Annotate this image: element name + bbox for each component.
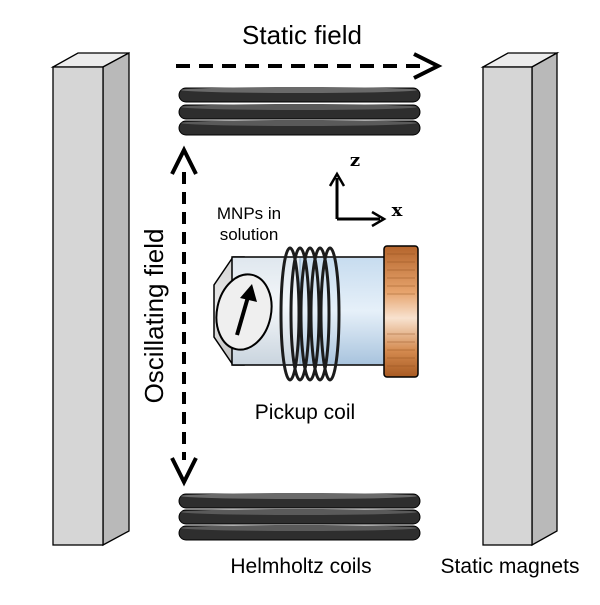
helmholtz-coils-label: Helmholtz coils	[230, 555, 371, 578]
helmholtz-coil-bottom	[178, 493, 421, 541]
coil-disc	[178, 104, 421, 120]
coil-disc	[178, 509, 421, 525]
pickup-coil-label: Pickup coil	[255, 401, 355, 424]
coil-disc	[178, 87, 421, 103]
pickup-coil	[279, 246, 341, 382]
mnp-particle	[215, 273, 273, 351]
oscillating-field-arrow	[170, 145, 198, 487]
mnps-label-line1: MNPs in	[217, 204, 281, 223]
static-field-arrow	[176, 52, 443, 80]
static-magnets-label: Static magnets	[441, 555, 580, 578]
axis-x-label: x	[392, 200, 403, 221]
right-static-magnet	[480, 51, 560, 547]
axis-z-label: z	[350, 150, 360, 171]
helmholtz-coil-top	[178, 87, 421, 136]
mnps-label-line2: solution	[220, 225, 279, 244]
coil-disc	[178, 493, 421, 509]
static-field-label: Static field	[242, 20, 362, 50]
left-static-magnet	[50, 51, 130, 547]
oscillating-field-label: Oscillating field	[139, 229, 169, 404]
coordinate-axes	[328, 171, 387, 228]
coil-disc	[178, 120, 421, 136]
coil-disc	[178, 525, 421, 541]
